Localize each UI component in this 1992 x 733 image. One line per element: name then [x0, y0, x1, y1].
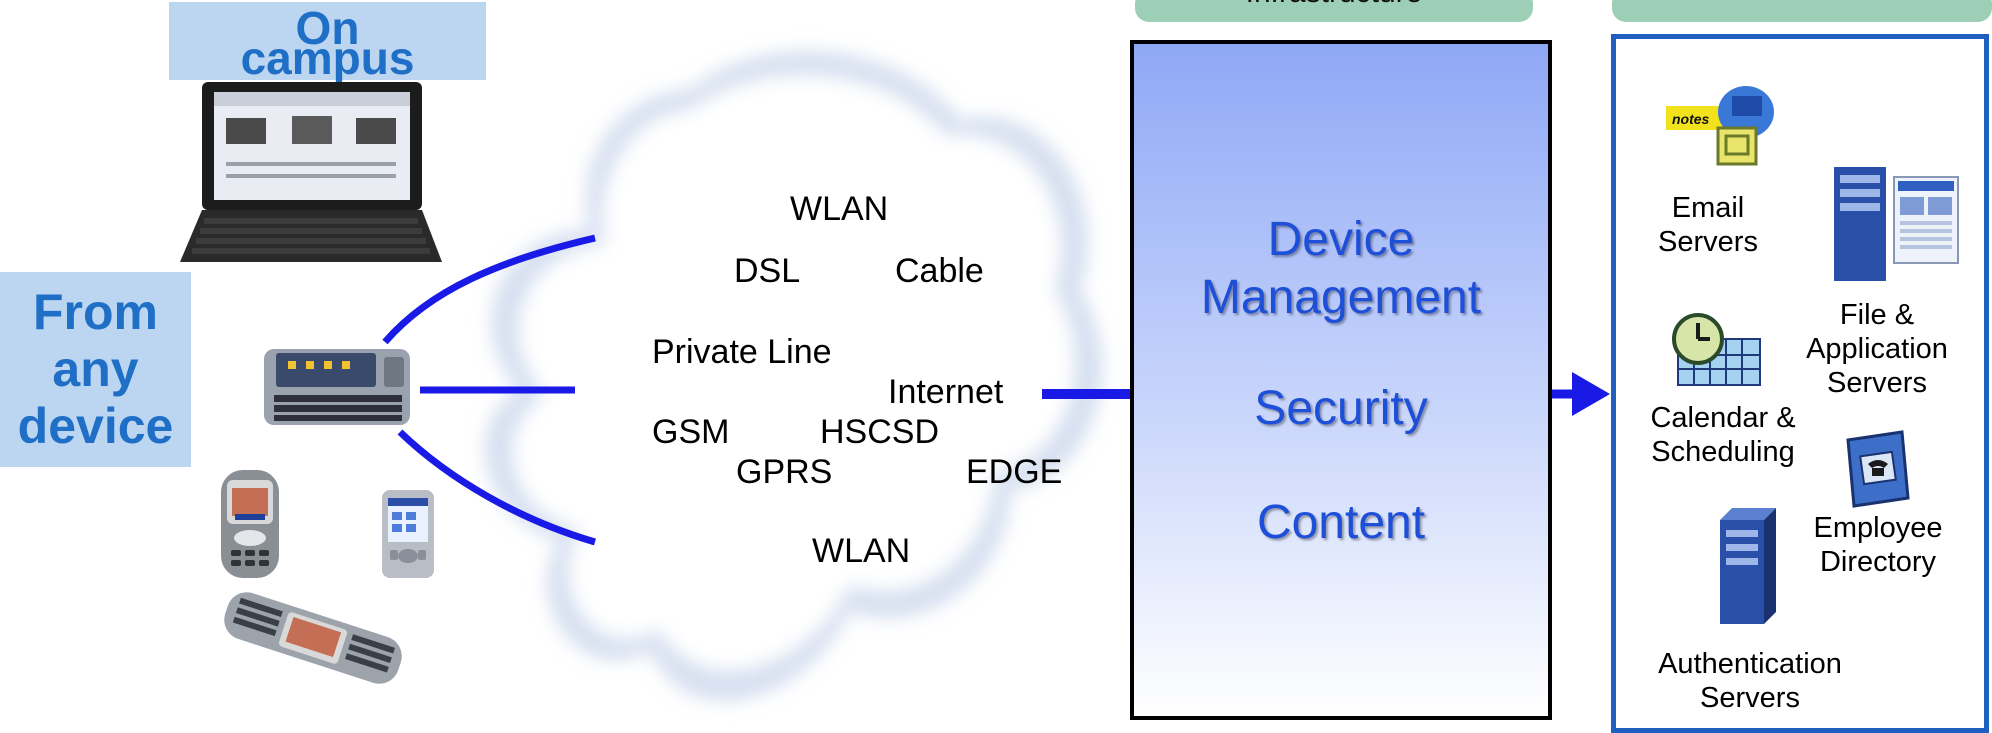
file-application-servers-label: File & Application Servers: [1800, 298, 1954, 400]
laptop-icon: [180, 82, 442, 262]
calendar-scheduling-label: Calendar & Scheduling: [1636, 401, 1810, 469]
authentication-server-icon: [1702, 502, 1800, 630]
mobile-phone-icon: [221, 470, 279, 578]
server-icon: [1834, 167, 1959, 281]
cloud-label-cable: Cable: [895, 252, 984, 290]
on-campus-line2: campus: [240, 32, 415, 84]
file-application-line1: File &: [1839, 299, 1915, 331]
cloud-label-private-line: Private Line: [652, 333, 832, 371]
authentication-servers-label: Authentication Servers: [1630, 647, 1870, 715]
device-management-label: Device Management: [1134, 211, 1548, 327]
from-any-device-line1: From: [33, 284, 158, 340]
employee-directory-line2: Directory: [1819, 546, 1936, 578]
cloud-label-gprs: GPRS: [736, 453, 833, 491]
from-any-device-label: From any device: [0, 272, 191, 467]
on-campus-label: On campus: [169, 2, 486, 84]
notes-mail-icon: notes: [1664, 82, 1782, 168]
cloud-label-internet: Internet: [888, 373, 1004, 411]
file-application-line2: Application: [1806, 333, 1948, 365]
cloud-label-edge: EDGE: [966, 453, 1063, 491]
arrow-infra-resources-head: [1572, 372, 1610, 416]
authentication-servers-line2: Servers: [1700, 682, 1800, 714]
pda-icon: [382, 490, 434, 578]
authentication-servers-line1: Authentication: [1658, 648, 1842, 680]
employee-directory-label: Employee Directory: [1800, 511, 1956, 579]
cloud-label-hscsd: HSCSD: [820, 413, 940, 451]
email-servers-line2: Servers: [1658, 226, 1758, 258]
content-label: Content: [1256, 496, 1426, 549]
calendar-clock-icon: [1672, 313, 1761, 386]
cloud-label-wlan-top: WLAN: [790, 190, 889, 228]
cloud-label-wlan-bottom: WLAN: [812, 532, 911, 570]
device-management-line1: Device: [1267, 213, 1415, 266]
calendar-scheduling-line1: Calendar &: [1650, 402, 1796, 434]
from-any-device-line3: device: [17, 398, 174, 454]
file-application-line3: Servers: [1827, 367, 1927, 399]
link-top: [382, 234, 596, 345]
qwerty-phone-icon: [224, 592, 402, 684]
from-any-device-line2: any: [52, 341, 139, 397]
email-servers-line1: Email: [1671, 192, 1745, 224]
communicator-icon: [264, 349, 410, 425]
svg-text:notes: notes: [1672, 111, 1710, 127]
security-label: Security: [1254, 382, 1428, 435]
email-servers-label: Email Servers: [1640, 191, 1776, 259]
infrastructure-panel: Device Management Security Content: [1130, 40, 1552, 720]
phone-directory-icon: [1846, 430, 1910, 508]
resources-header: [1612, 0, 1992, 22]
cloud-label-dsl: DSL: [734, 252, 801, 290]
on-campus-line1: On: [295, 2, 360, 54]
infrastructure-header-label: Infrastructure: [1246, 0, 1423, 9]
link-bottom: [397, 429, 596, 546]
employee-directory-line1: Employee: [1813, 512, 1943, 544]
cloud-label-gsm: GSM: [652, 413, 730, 451]
calendar-scheduling-line2: Scheduling: [1651, 436, 1795, 468]
device-management-line2: Management: [1200, 271, 1482, 324]
infrastructure-header: Infrastructure: [1135, 0, 1533, 22]
